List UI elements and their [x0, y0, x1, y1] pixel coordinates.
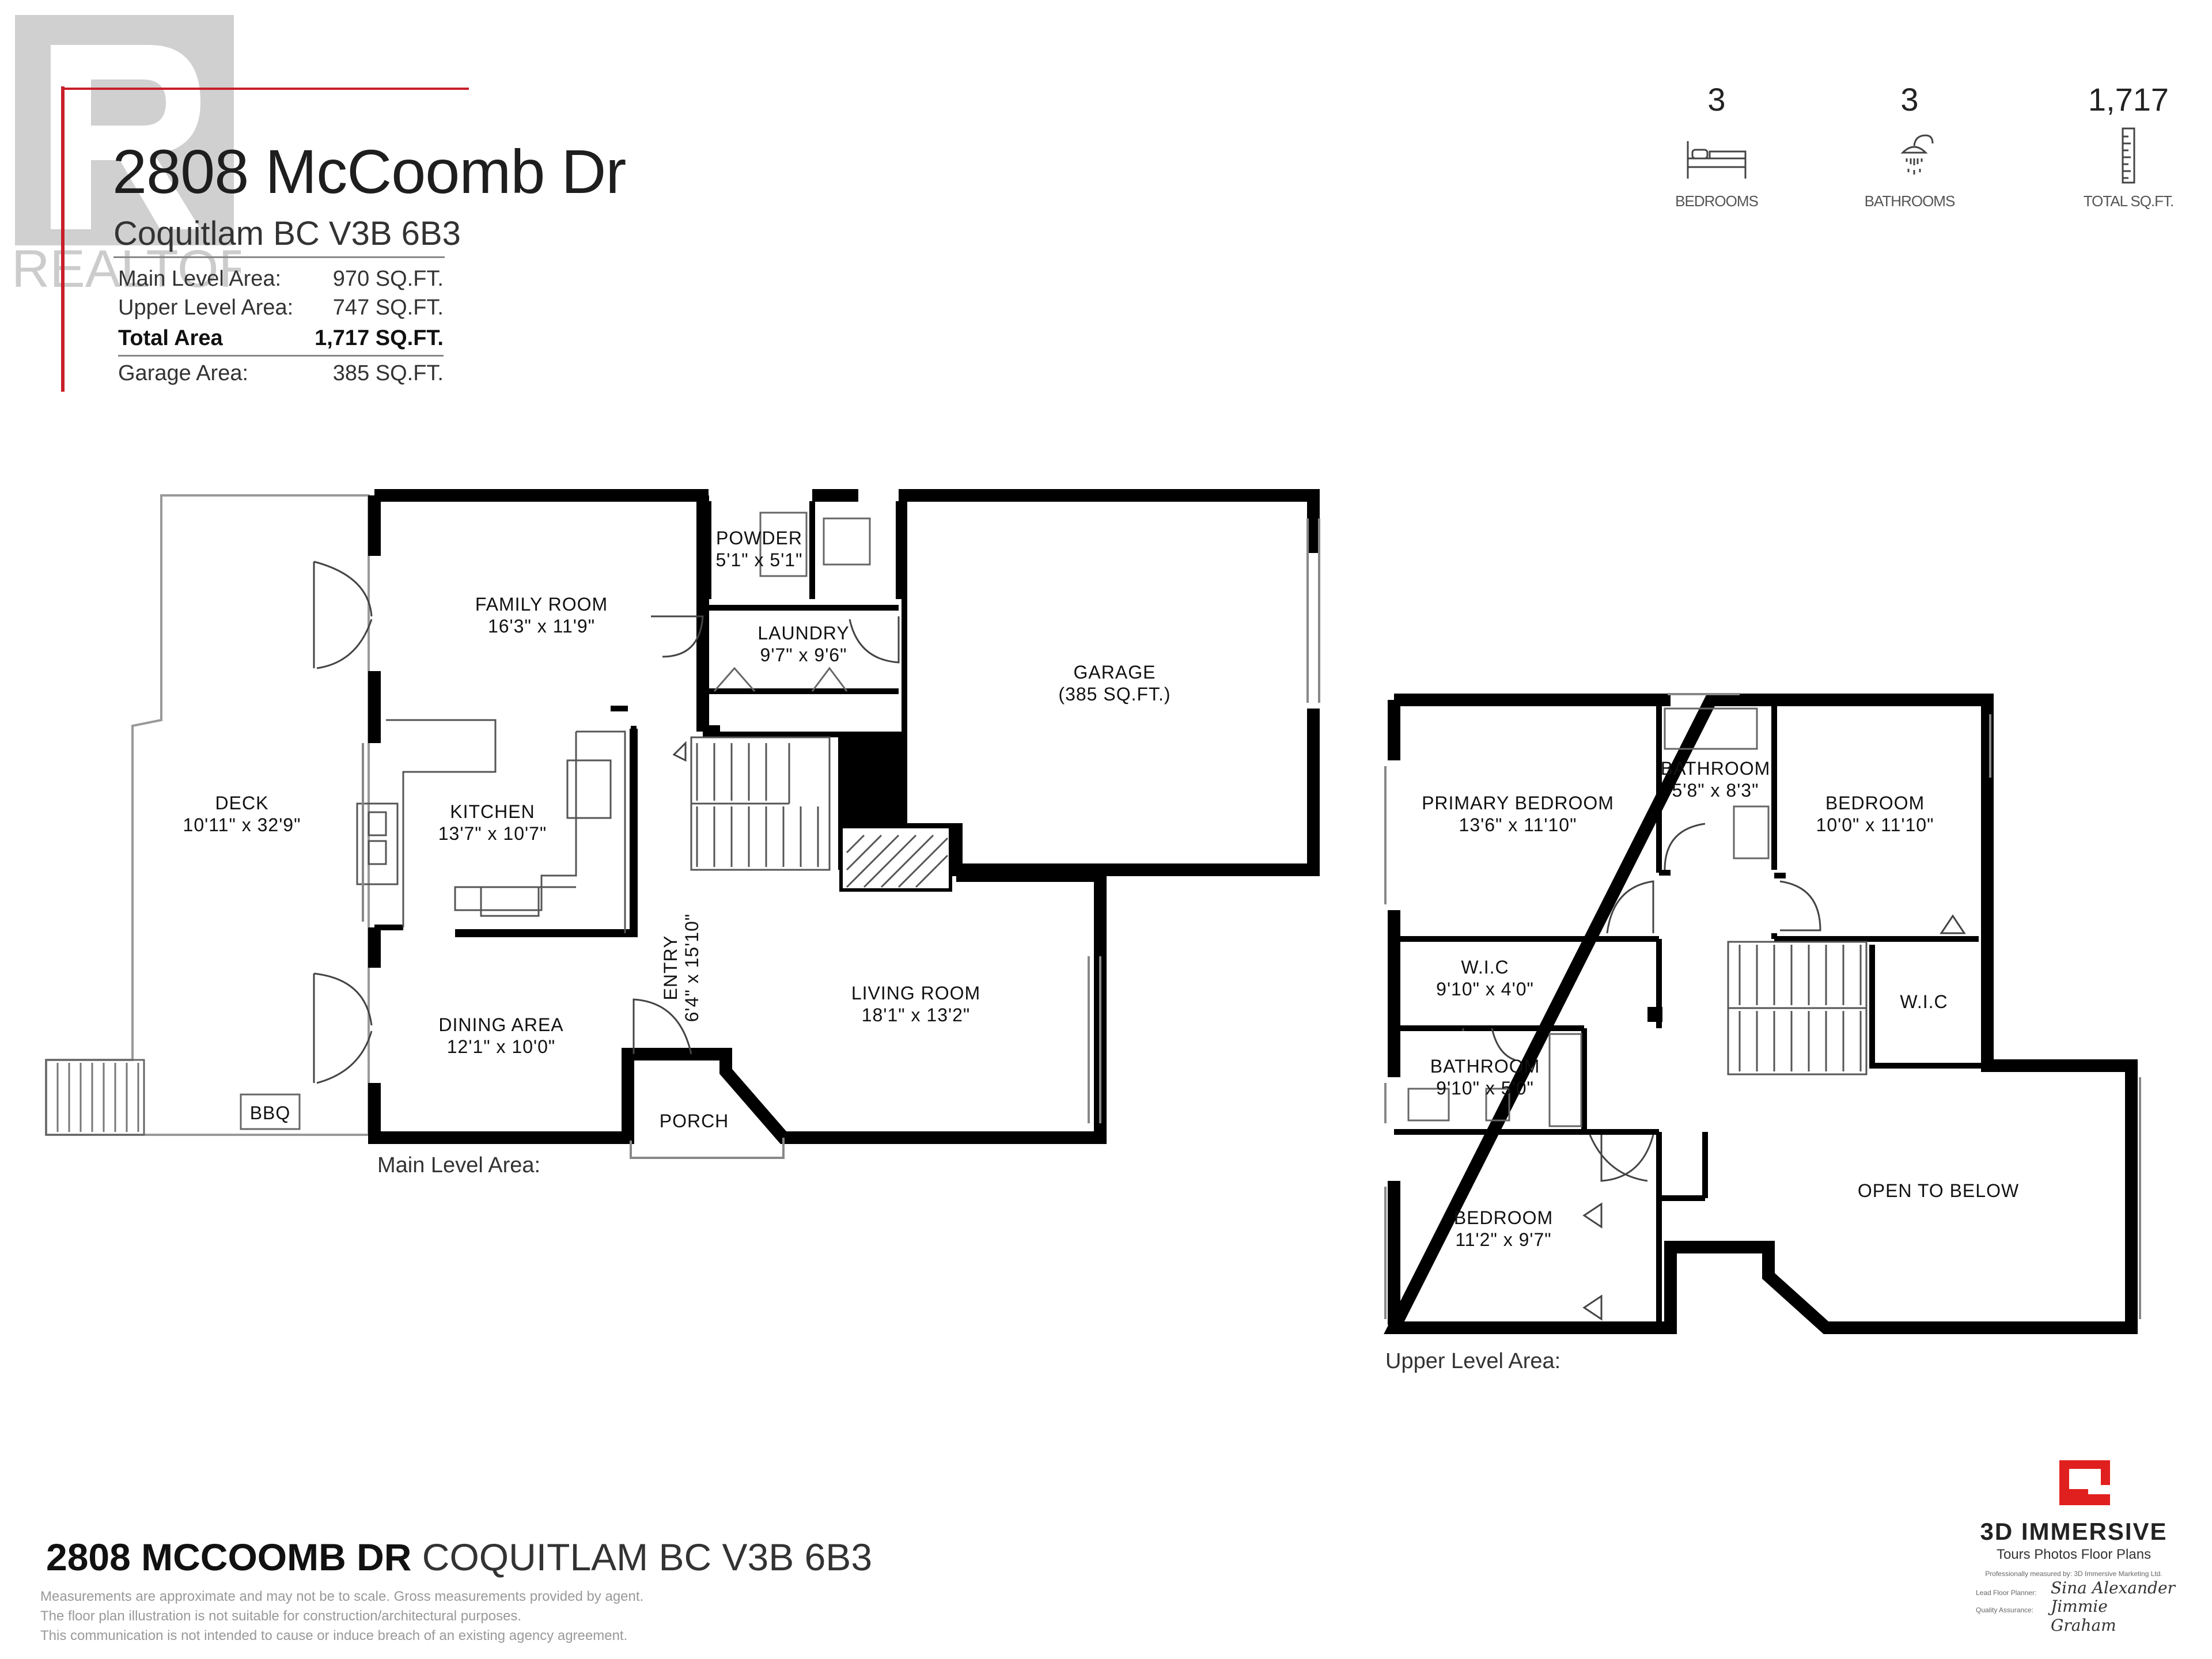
bathrooms-count: 3 — [1900, 81, 1919, 118]
living-room-label: LIVING ROOM — [851, 983, 980, 1003]
laundry-dims: 9'7" x 9'6" — [760, 645, 847, 665]
kitchen-dims: 13'7" x 10'7" — [438, 823, 547, 844]
upper-level-area-value: 747 SQ.FT. — [332, 296, 444, 320]
total-area-value: 1,717 SQ.FT. — [315, 326, 444, 350]
realtor-watermark-logo: REALTOR — [12, 15, 241, 293]
brand-block: 3D IMMERSIVE Tours Photos Floor Plans Pr… — [1970, 1457, 2177, 1635]
brand-logo-icon — [2059, 1460, 2110, 1505]
primary-bedroom-label: PRIMARY BEDROOM — [1422, 793, 1614, 813]
main-door-swings — [313, 560, 900, 1084]
main-level-caption: Main Level Area: — [377, 1153, 540, 1177]
garage-area-label: Garage Area: — [118, 361, 249, 385]
porch-label: PORCH — [660, 1111, 729, 1131]
disclaimer-line-2: The floor plan illustration is not suita… — [40, 1608, 522, 1624]
fireplace-hatch — [846, 834, 949, 888]
bbq-box — [240, 1093, 301, 1130]
primary-bedroom-dims: 13'6" x 11'10" — [1459, 815, 1577, 835]
chimney-block — [841, 734, 904, 827]
page-title: 2808 McCoomb Dr — [112, 137, 626, 206]
garage-dims: (385 SQ.FT.) — [1058, 684, 1171, 704]
bedrooms-stat: 3 BEDROOMS — [1642, 81, 1791, 210]
wic-1-label: W.I.C — [1461, 957, 1509, 978]
sqft-label: TOTAL SQ.FT. — [2083, 192, 2175, 210]
laundry-label: LAUNDRY — [757, 623, 849, 643]
wic-1-dims: 9'10" x 4'0" — [1436, 979, 1534, 999]
bedrooms-label: BEDROOMS — [1675, 192, 1759, 210]
garage-area-value: 385 SQ.FT. — [332, 361, 444, 385]
garage-label: GARAGE — [1074, 662, 1156, 683]
powder-label: POWDER — [716, 528, 802, 548]
upper-level-plan: PRIMARY BEDROOM 13'6" x 11'10" BATHROOM … — [1384, 693, 2141, 1373]
main-stairs — [690, 736, 831, 871]
dining-area-dims: 12'1" x 10'0" — [447, 1036, 556, 1057]
brand-name: 3D IMMERSIVE — [1980, 1518, 2168, 1545]
bedroom-2-dims: 10'0" x 11'10" — [1816, 815, 1934, 835]
footer-address-street: 2808 MCCOOMB DR — [46, 1536, 412, 1578]
brand-measured-by: Professionally measured by: 3D Immersive… — [1985, 1570, 2162, 1578]
deck-label: DECK — [215, 793, 269, 813]
bedroom-2-label: BEDROOM — [1825, 793, 1925, 813]
powder-dims: 5'1" x 5'1" — [716, 550, 803, 570]
page-subtitle: Coquitlam BC V3B 6B3 — [113, 215, 461, 252]
bathroom-1-label: BATHROOM — [1661, 758, 1771, 779]
bedroom-3-dims: 11'2" x 9'7" — [1455, 1229, 1551, 1250]
dining-area-label: DINING AREA — [438, 1014, 563, 1035]
kitchen-label: KITCHEN — [450, 801, 535, 822]
ruler-icon — [2122, 127, 2135, 184]
bathroom-2-label: BATHROOM — [1430, 1056, 1540, 1077]
disclaimer-line-1: Measurements are approximate and may not… — [40, 1589, 644, 1604]
bathrooms-label: BATHROOMS — [1864, 192, 1956, 210]
main-level-plan: DECK 10'11" x 32'9" FAMILY ROOM 16'3" x … — [45, 489, 1320, 1177]
subtitle-divider — [113, 256, 445, 258]
living-room-dims: 18'1" x 13'2" — [862, 1005, 971, 1025]
main-level-area-label: Main Level Area: — [118, 267, 282, 291]
realtor-watermark-text: REALTOR — [12, 240, 241, 293]
quality-assurance-signature: Jimmie Graham — [2051, 1597, 2116, 1635]
footer-address: 2808 MCCOOMB DR COQUITLAM BC V3B 6B3 — [46, 1535, 872, 1579]
family-room-dims: 16'3" x 11'9" — [488, 616, 595, 637]
bedroom-3-label: BEDROOM — [1454, 1207, 1553, 1228]
bbq-label: BBQ — [250, 1103, 291, 1123]
porch-outline — [630, 1138, 785, 1159]
footer-address-city: COQUITLAM BC V3B 6B3 — [422, 1536, 873, 1578]
entry-label: ENTRY — [660, 935, 681, 1001]
wic-2-label: W.I.C — [1900, 991, 1948, 1012]
sqft-stat: 1,717 TOTAL SQ.FT. — [2054, 81, 2203, 210]
open-to-below-label: OPEN TO BELOW — [1858, 1180, 2019, 1201]
disclaimer-line-3: This communication is not intended to ca… — [40, 1628, 628, 1643]
lead-floor-planner-label: Lead Floor Planner: — [1976, 1589, 2037, 1597]
bathrooms-stat: 3 BATHROOMS — [1835, 81, 1984, 210]
upper-level-area-label: Upper Level Area: — [118, 296, 294, 320]
total-area-label: Total Area — [118, 326, 223, 350]
upper-stairs — [1727, 941, 1868, 1075]
deck-stairs — [45, 1059, 145, 1136]
main-level-area-value: 970 SQ.FT. — [332, 267, 444, 291]
upper-level-caption: Upper Level Area: — [1385, 1349, 1560, 1373]
sqft-count: 1,717 — [2088, 81, 2169, 118]
deck-dims: 10'11" x 32'9" — [183, 815, 301, 835]
bathroom-2-dims: 9'10" x 5'0" — [1436, 1078, 1534, 1099]
accent-rule-vertical — [61, 86, 65, 392]
accent-rule-horizontal — [61, 88, 469, 90]
entry-dims: 6'4" x 15'10" — [681, 914, 702, 1022]
bedrooms-count: 3 — [1707, 81, 1726, 118]
shower-icon — [1900, 134, 1934, 175]
upper-door-swings — [1462, 823, 1966, 1321]
quality-assurance-label: Quality Assurance: — [1976, 1606, 2034, 1614]
bed-icon — [1687, 141, 1747, 179]
brand-tagline: Tours Photos Floor Plans — [1996, 1547, 2152, 1562]
family-room-label: FAMILY ROOM — [475, 594, 608, 615]
total-area-divider — [118, 355, 444, 357]
bathroom-1-dims: 5'8" x 8'3" — [1672, 780, 1759, 801]
lead-floor-planner-signature: Sina Alexander — [2051, 1578, 2175, 1597]
deck-stair-treads — [56, 1063, 139, 1132]
